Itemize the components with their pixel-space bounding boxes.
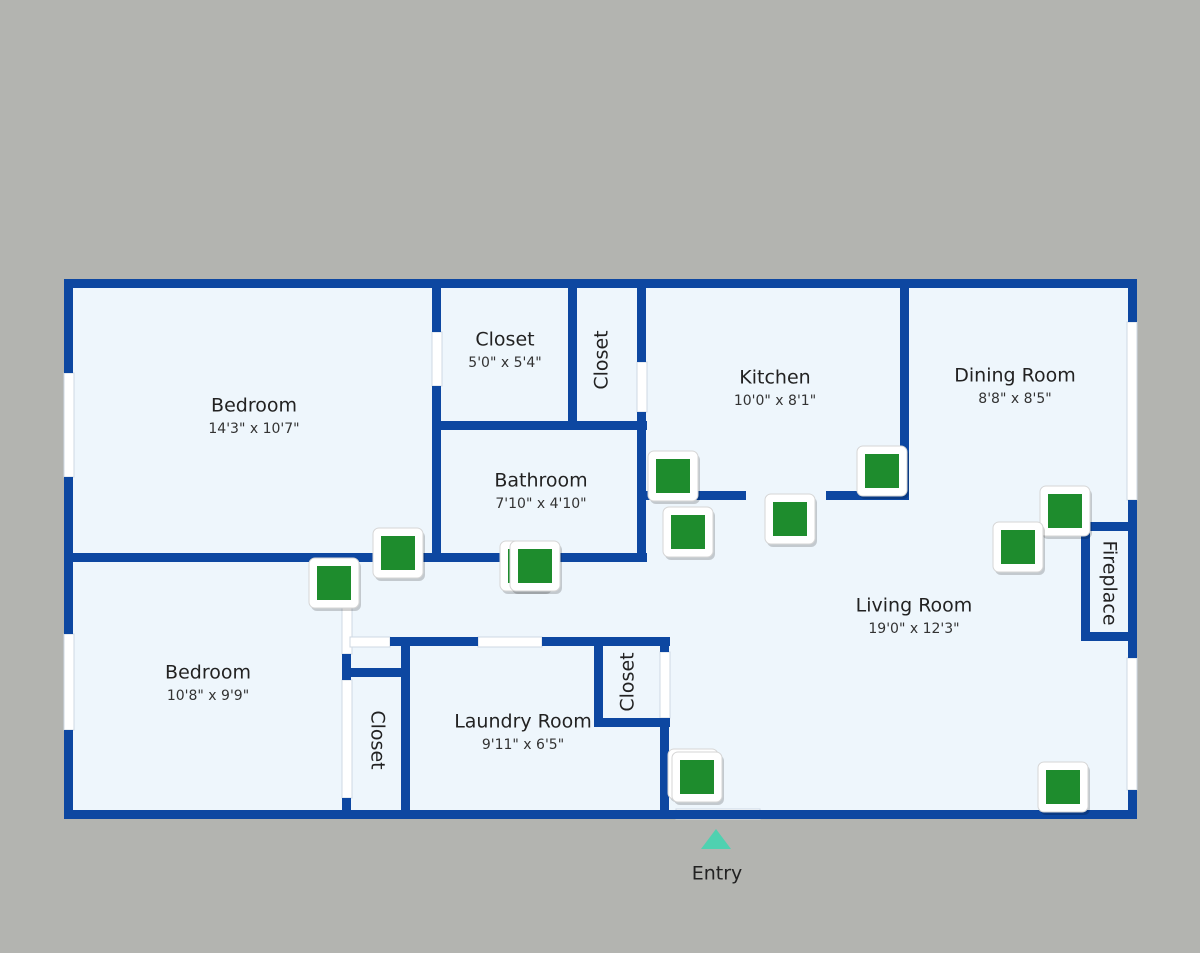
room-name: Kitchen [739, 367, 810, 389]
room-fireplace: Fireplace [1099, 540, 1121, 625]
wall [1081, 522, 1137, 531]
wall [64, 553, 444, 562]
room-dining-room: Dining Room 8'8" x 8'5" [954, 365, 1075, 408]
wall [64, 810, 1137, 819]
photo-marker-icon[interactable] [509, 540, 562, 594]
photo-marker-icon[interactable] [647, 450, 700, 504]
room-laundry-room: Laundry Room 9'11" x 6'5" [454, 711, 592, 754]
wall [900, 279, 909, 497]
floor [64, 279, 1137, 819]
window [477, 636, 543, 648]
wall [64, 279, 73, 373]
room-name: Bedroom [211, 395, 297, 417]
photo-marker-icon[interactable] [856, 445, 909, 499]
wall [660, 637, 669, 652]
wall [432, 386, 441, 562]
room-name: Bedroom [165, 662, 251, 684]
room-bedroom-2: Bedroom 10'8" x 9'9" [165, 662, 251, 705]
wall [594, 637, 603, 727]
wall [401, 637, 410, 819]
photo-marker-icon[interactable] [372, 527, 425, 581]
photo-marker-icon[interactable] [308, 557, 361, 611]
window [63, 633, 75, 731]
photo-marker-icon[interactable] [671, 751, 724, 805]
room-name: Closet [591, 330, 613, 389]
wall [1128, 500, 1137, 658]
window [349, 636, 391, 648]
entry-label: Entry [692, 863, 743, 885]
photo-marker-icon[interactable] [764, 493, 817, 547]
room-name: Dining Room [954, 365, 1075, 387]
room-name: Fireplace [1099, 540, 1121, 625]
entry-arrow-icon [701, 829, 731, 849]
photo-marker-icon[interactable] [1039, 485, 1092, 539]
room-closet-3: Closet [367, 710, 389, 769]
room-bathroom: Bathroom 7'10" x 4'10" [494, 470, 587, 513]
wall [1128, 279, 1137, 322]
room-dimensions: 19'0" x 12'3" [868, 621, 959, 637]
room-name: Closet [475, 329, 534, 351]
window [431, 331, 443, 387]
wall [594, 718, 670, 727]
window [636, 361, 648, 413]
room-name: Living Room [856, 595, 973, 617]
wall [1128, 790, 1137, 819]
floor-area [64, 279, 1137, 819]
room-closet-1: Closet 5'0" x 5'4" [468, 329, 541, 372]
room-name: Closet [617, 652, 639, 711]
room-dimensions: 14'3" x 10'7" [208, 421, 299, 437]
room-closet-2: Closet [591, 330, 613, 389]
room-dimensions: 10'8" x 9'9" [167, 688, 249, 704]
room-dimensions: 5'0" x 5'4" [468, 355, 541, 371]
photo-marker-icon[interactable] [1037, 761, 1090, 815]
entry: Entry [692, 829, 743, 885]
window [63, 372, 75, 478]
wall [342, 798, 351, 819]
room-closet-4: Closet [617, 652, 639, 711]
wall [542, 637, 670, 646]
room-dimensions: 8'8" x 8'5" [978, 391, 1051, 407]
wall [432, 421, 647, 430]
photo-markers[interactable] [308, 445, 1092, 815]
room-bedroom-1: Bedroom 14'3" x 10'7" [208, 395, 299, 438]
window [659, 651, 671, 719]
room-living-room: Living Room 19'0" x 12'3" [856, 595, 973, 638]
wall [1081, 522, 1090, 640]
room-dimensions: 10'0" x 8'1" [734, 393, 816, 409]
wall [342, 654, 351, 680]
wall [64, 730, 73, 819]
wall [432, 279, 441, 332]
wall [637, 279, 646, 362]
room-name: Laundry Room [454, 711, 592, 733]
room-dimensions: 9'11" x 6'5" [482, 737, 564, 753]
room-kitchen: Kitchen 10'0" x 8'1" [734, 367, 816, 410]
wall [568, 279, 577, 429]
wall [64, 279, 1137, 288]
room-name: Closet [367, 710, 389, 769]
window [1126, 321, 1138, 501]
window [341, 679, 353, 799]
wall [660, 718, 669, 810]
room-name: Bathroom [494, 470, 587, 492]
wall [637, 412, 646, 562]
wall [1081, 632, 1137, 641]
wall [390, 637, 478, 646]
window [1126, 657, 1138, 791]
photo-marker-icon[interactable] [992, 521, 1045, 575]
photo-marker-icon[interactable] [662, 506, 715, 560]
wall [342, 668, 402, 677]
room-dimensions: 7'10" x 4'10" [495, 496, 586, 512]
